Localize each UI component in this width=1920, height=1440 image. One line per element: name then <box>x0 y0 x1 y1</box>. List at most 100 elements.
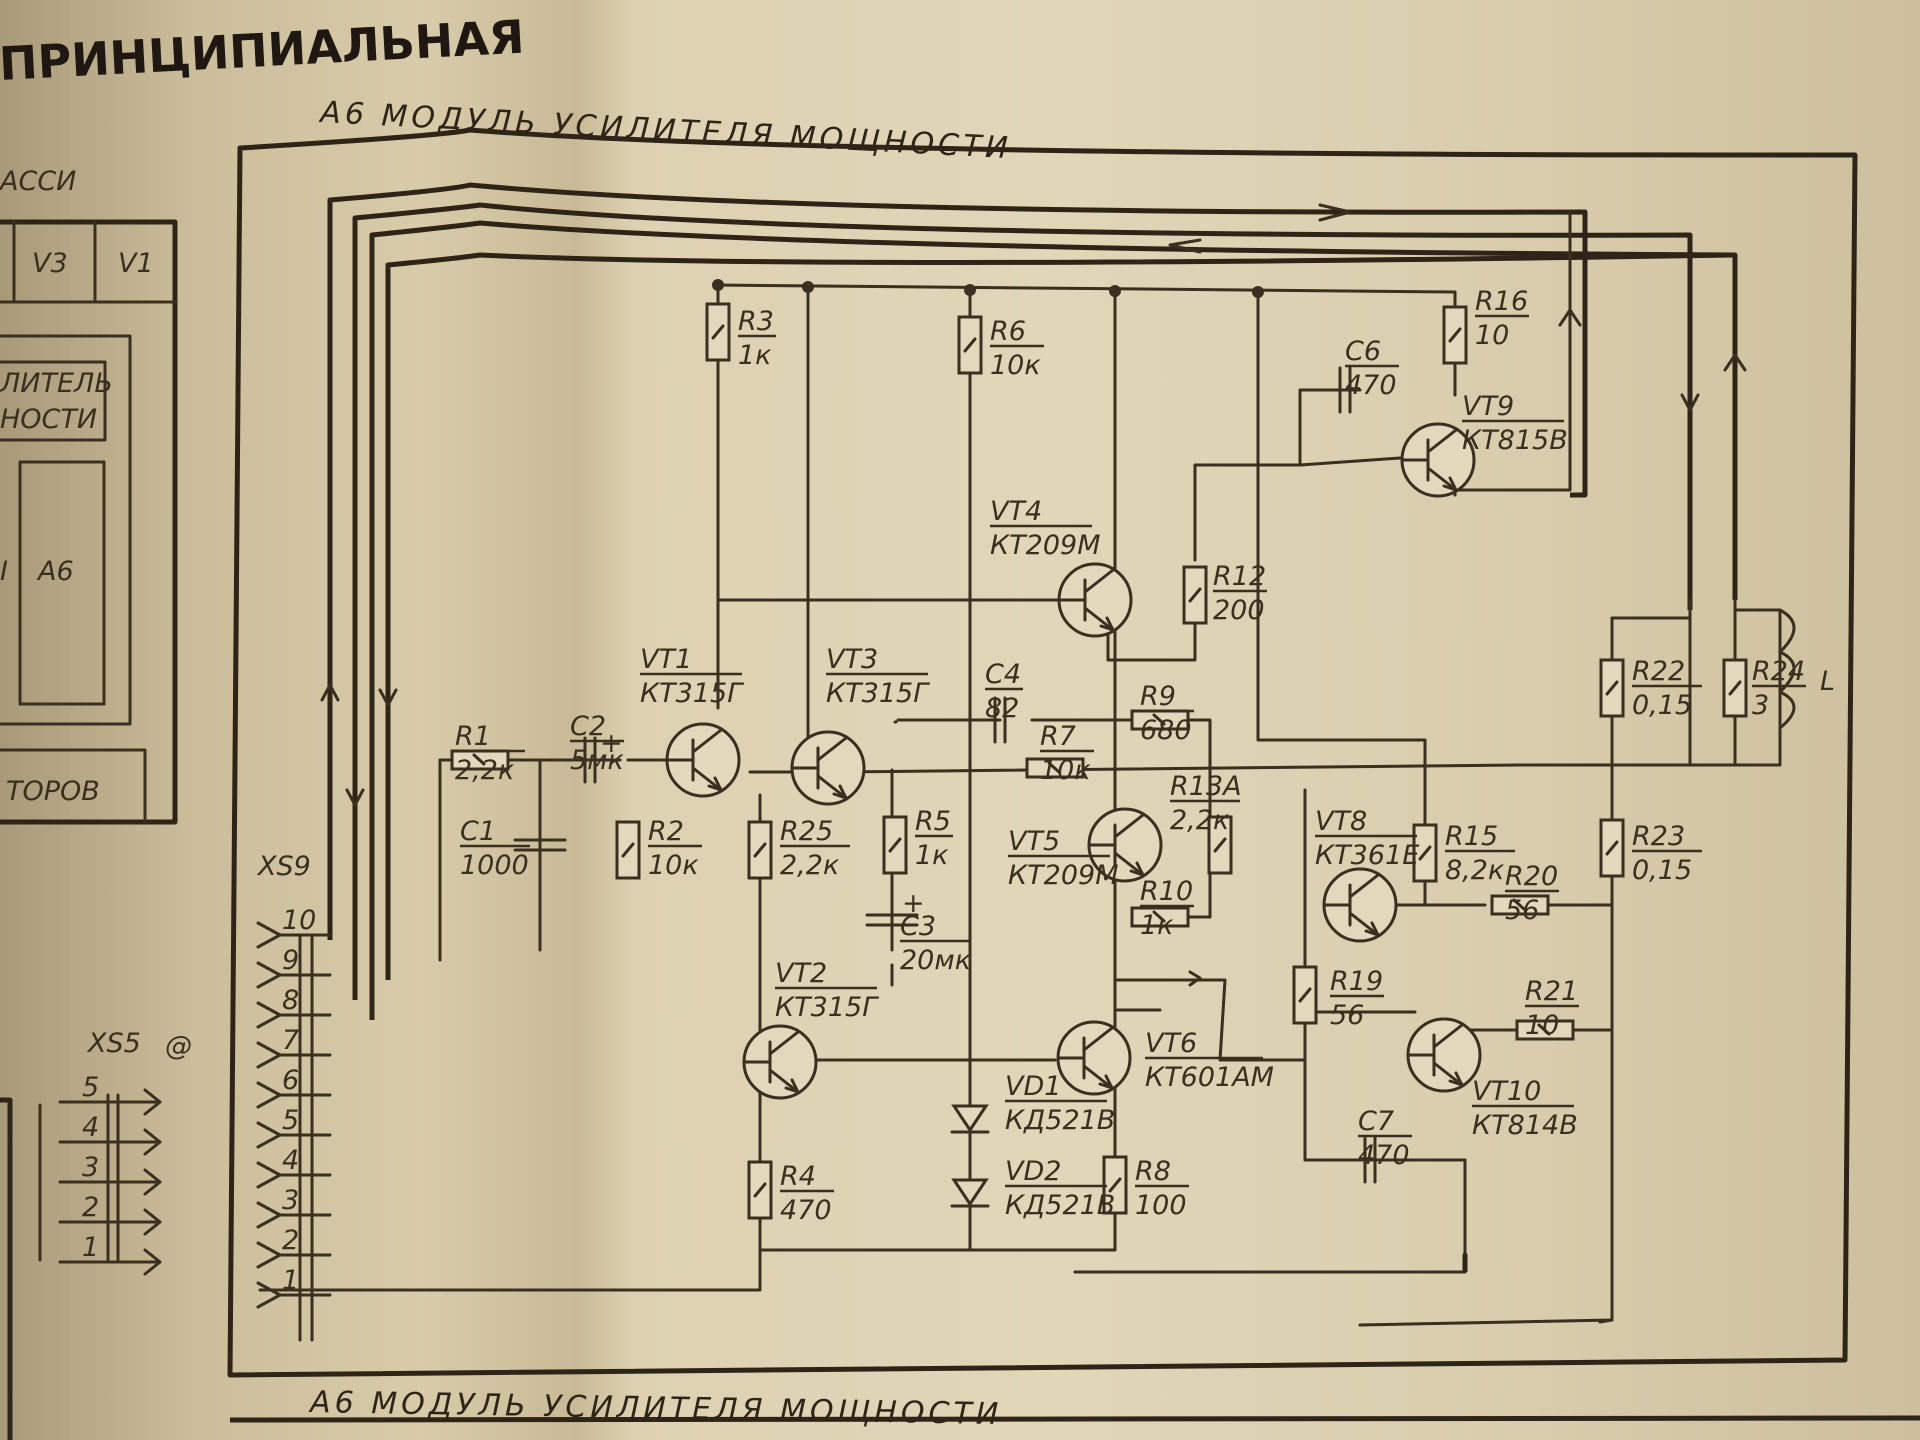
amp-outline <box>0 334 132 726</box>
socket-pin-icon <box>256 1161 332 1189</box>
xs5-pin-2[interactable]: 2 <box>58 1192 162 1236</box>
transistor-vt1-value: КТ315Г <box>640 678 744 709</box>
socket-pin-icon <box>256 1281 332 1309</box>
xs5-pin-3[interactable]: 3 <box>58 1152 162 1196</box>
capacitor-c6-ref: C6 <box>1345 336 1381 367</box>
resistor-mark <box>1108 1177 1122 1193</box>
xs5-pin-5[interactable]: 5 <box>58 1072 162 1116</box>
xs9-pin-6[interactable]: 6 <box>256 1065 332 1109</box>
resistor-r2-ref: R2 <box>648 816 684 847</box>
xs9-pin-4[interactable]: 4 <box>256 1145 332 1189</box>
resistor-mark <box>1298 987 1312 1003</box>
resistor-r20-ref: R20 <box>1505 861 1558 892</box>
xs9-pin-3[interactable]: 3 <box>256 1185 332 1229</box>
resistor-r19-ref: R19 <box>1330 966 1383 997</box>
xs9-pin-7[interactable]: 7 <box>256 1025 332 1069</box>
xs9-pin-8[interactable]: 8 <box>256 985 332 1029</box>
resistor-mark <box>1047 761 1061 774</box>
transistor-vt8-ref: VT8 <box>1315 806 1367 837</box>
inductor-l[interactable]: L <box>1778 608 1835 730</box>
capacitor-c1-ref: C1 <box>460 816 496 847</box>
resistor-r10-ref: R10 <box>1140 876 1193 907</box>
diode-body <box>951 1178 989 1207</box>
resistor-r1[interactable]: R12,2к <box>450 721 525 786</box>
resistor-mark <box>753 842 767 858</box>
capacitor-c4-ref: C4 <box>985 659 1021 690</box>
transistor-vt2-value: КТ315Г <box>775 992 879 1023</box>
resistor-r8-ref: R8 <box>1135 1156 1171 1187</box>
resistor-r21-ref: R21 <box>1525 976 1578 1007</box>
transistor-vt4-ref: VT4 <box>990 496 1042 527</box>
xs9-pin-2[interactable]: 2 <box>256 1225 332 1269</box>
capacitor-plates <box>865 913 919 927</box>
xs5-pin-1[interactable]: 1 <box>58 1232 162 1276</box>
arrow-icon <box>1318 203 1352 222</box>
xs5-pin-4[interactable]: 4 <box>58 1112 162 1156</box>
pin-number: 6 <box>282 1065 299 1096</box>
xs9-pin-10[interactable]: 10 <box>256 905 332 949</box>
bus-line-a <box>327 182 1588 940</box>
capacitor-plates <box>1363 1136 1377 1184</box>
transistor-leads <box>1057 568 1115 632</box>
xs9-pin-1[interactable]: 1 <box>256 1265 332 1309</box>
bus-lines <box>320 182 1747 1020</box>
capacitor-c2-value: 5мк <box>570 745 625 776</box>
a6-label: А6 <box>36 556 74 587</box>
xs9-pin-9[interactable]: 9 <box>256 945 332 989</box>
pin-number: 10 <box>282 905 316 936</box>
bus-line-b <box>352 202 1693 1000</box>
arrow-icon <box>345 788 365 807</box>
xs5-symbol: @ <box>165 1031 192 1062</box>
footer-frame-line <box>229 1415 1920 1423</box>
pin-number: 4 <box>282 1145 299 1176</box>
emitter-arrow-icon <box>1442 476 1458 492</box>
diode-body <box>951 1104 989 1133</box>
arrow-icon <box>1723 353 1747 372</box>
resistor-mark <box>1188 587 1202 603</box>
pin-number: 5 <box>282 1105 299 1136</box>
resistor-r24-value: 3 <box>1752 690 1769 721</box>
emitter-arrow-icon <box>1364 921 1380 937</box>
plug-pin-icon <box>58 1168 162 1196</box>
xs9-pin-5[interactable]: 5 <box>256 1105 332 1149</box>
